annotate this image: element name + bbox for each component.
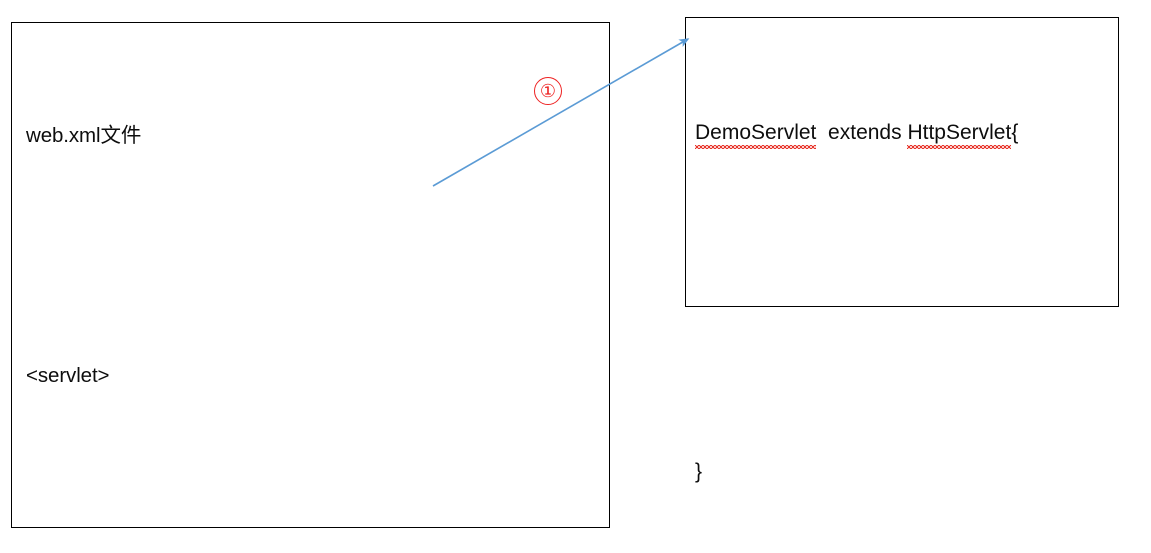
webxml-code-block: web.xml文件 <servlet> <servlet-name>demo</… (26, 31, 605, 553)
webxml-blank-line-2 (26, 481, 605, 511)
java-blank-line-2 (695, 333, 1114, 363)
webxml-blank-line-1 (26, 241, 605, 271)
java-class-name: DemoServlet (695, 117, 817, 149)
java-close-brace-line: } (695, 460, 703, 483)
java-extends-keyword: extends (816, 121, 908, 144)
annotation-marker-one: ① (534, 77, 562, 105)
java-open-brace: { (1011, 121, 1019, 144)
webxml-servlet-open-tag: <servlet> (26, 364, 110, 387)
webxml-panel: web.xml文件 <servlet> <servlet-name>demo</… (11, 22, 610, 528)
webxml-title-line: web.xml文件 (26, 124, 142, 147)
java-class-signature-line: DemoServlet extends HttpServlet{ (695, 117, 1114, 149)
java-super-class-name: HttpServlet (907, 117, 1011, 149)
java-blank-line-1 (695, 241, 1114, 271)
java-code-block: DemoServlet extends HttpServlet{ } (695, 24, 1114, 553)
java-class-panel: DemoServlet extends HttpServlet{ } (685, 17, 1119, 483)
